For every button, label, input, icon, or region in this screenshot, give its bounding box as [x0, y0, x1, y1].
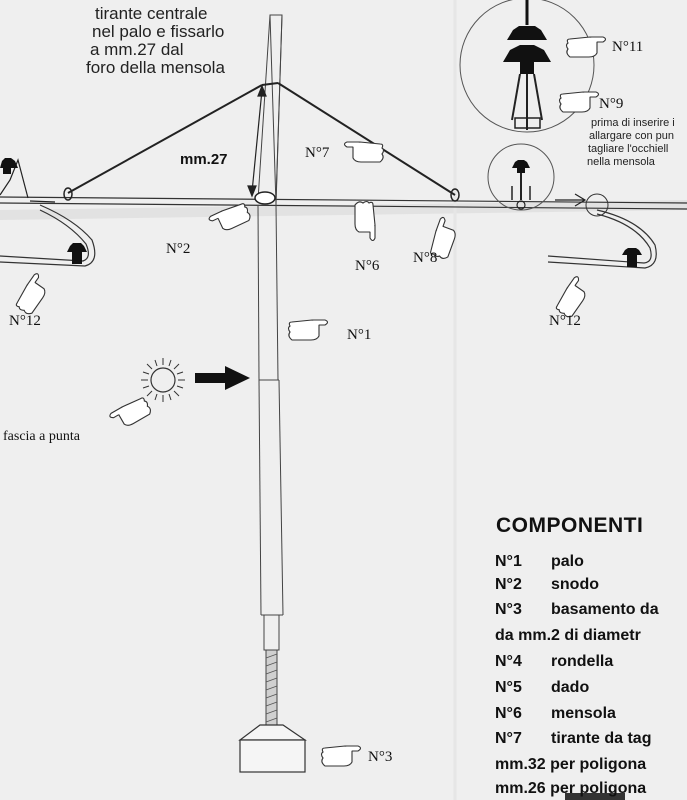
component-row: mm.26 per poligona	[495, 780, 647, 797]
guy-wire-n7	[63, 82, 460, 202]
right-arrow-icon	[195, 366, 250, 390]
label-n2: N°2	[166, 241, 191, 257]
label-n11: N°11	[612, 39, 644, 55]
component-row: da mm.2 di diametr	[495, 627, 641, 644]
pointing-hand-icon	[287, 319, 329, 341]
base-n3	[238, 724, 307, 773]
pointing-hand-icon	[320, 745, 362, 767]
pointing-hand-icon	[208, 203, 251, 231]
pointing-hand-icon	[565, 36, 607, 58]
note-line: allargare con pun	[589, 130, 675, 142]
label-n1: N°1	[347, 327, 372, 343]
label-n12-right: N°12	[549, 313, 581, 329]
instruction-line: tirante centrale	[95, 4, 208, 23]
insulator-detail-n11	[459, 0, 595, 133]
photo-edge	[565, 793, 625, 800]
instruction-line: a mm.27 dal	[90, 40, 184, 59]
left-insulator	[0, 158, 96, 267]
pointing-hand-icon	[109, 397, 151, 426]
note-line: tagliare l'occhiell	[588, 143, 669, 155]
label-n3: N°3	[368, 749, 393, 765]
mast-n1	[257, 14, 284, 726]
component-row: mm.32 per poligona	[495, 756, 647, 773]
measure-arrows	[247, 84, 267, 198]
fascia-label: fascia a punta	[3, 429, 80, 444]
cross-arm-n6	[0, 196, 687, 210]
pointing-hand-icon	[354, 200, 376, 242]
instruction-line: nel palo e fissarlo	[92, 22, 225, 41]
label-n9: N°9	[599, 96, 624, 112]
pointing-hand-icon	[343, 141, 385, 163]
pointing-hand-icon	[558, 91, 600, 113]
label-n6: N°6	[355, 258, 380, 274]
instruction-line: foro della mensola	[86, 58, 225, 77]
joint-n2	[254, 191, 276, 205]
note-line: nella mensola	[587, 156, 655, 168]
label-n7: N°7	[305, 145, 330, 161]
sun-icon	[141, 358, 185, 402]
note-line: prima di inserire i	[591, 117, 675, 129]
label-n8: N°8	[413, 250, 438, 266]
components-title: COMPONENTI	[496, 514, 644, 537]
pointing-hand-icon	[15, 273, 46, 315]
pointing-hand-icon	[555, 276, 586, 318]
label-n12-left: N°12	[9, 313, 41, 329]
right-insulator	[487, 143, 657, 269]
measure-label: mm.27	[180, 151, 228, 168]
pointing-hand-icon	[430, 216, 456, 259]
